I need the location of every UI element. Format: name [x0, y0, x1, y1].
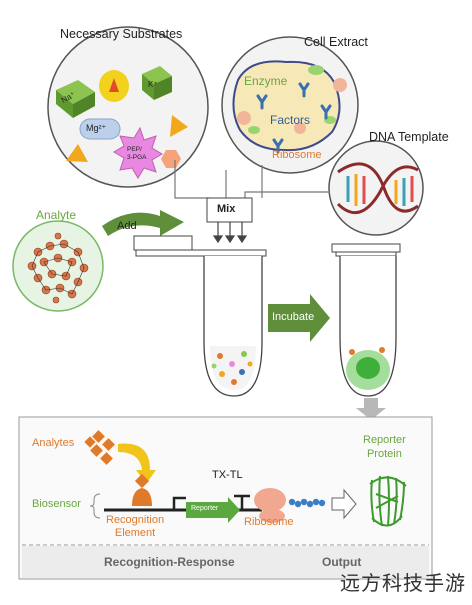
enzyme-label: Enzyme — [244, 74, 288, 88]
watermark: 远方科技手游 — [340, 571, 466, 595]
ribosome-shape — [254, 488, 286, 523]
mix-arrows — [212, 222, 248, 244]
k-ion-label: K⁺ — [148, 80, 158, 89]
recognition-element-shape — [132, 473, 152, 506]
orange-hexagon — [161, 150, 181, 168]
analytes-label: Analytes — [32, 437, 75, 449]
mg-ion-pill — [79, 118, 121, 140]
cell-extract-circle — [221, 36, 359, 174]
tube-2 — [331, 243, 401, 397]
incubate-label: Incubate — [272, 311, 315, 323]
na-ion-cube — [56, 80, 95, 118]
ribosome-panel-label: Ribosome — [244, 516, 294, 528]
cell-extract-title: Cell Extract — [304, 35, 368, 49]
pep-label: PEP/3-PGA — [127, 146, 147, 161]
substrates-circle — [47, 26, 209, 188]
analyte-label: Analyte — [36, 208, 77, 222]
add-label: Add — [117, 220, 137, 232]
output-down-arrow — [356, 398, 386, 420]
ribosome-label: Ribosome — [272, 149, 322, 161]
terminator — [234, 494, 250, 510]
txtl-label: TX-TL — [212, 469, 243, 481]
orange-triangle-right — [170, 115, 188, 137]
mix-label: Mix — [217, 203, 236, 215]
promoter-arrow — [172, 496, 186, 510]
pep-star — [113, 126, 163, 179]
mg-ion-label: Mg²⁺ — [86, 123, 107, 133]
add-arrow — [102, 210, 184, 236]
k-ion-cube — [142, 66, 172, 100]
output-arrow — [331, 488, 357, 520]
tube-1 — [133, 235, 267, 397]
incubate-arrow — [268, 294, 330, 342]
analyte-circle — [12, 220, 104, 312]
dna-template-title: DNA Template — [369, 130, 449, 144]
peptide-chain — [288, 498, 326, 508]
reporter-protein-structure — [369, 475, 407, 527]
footer-output: Output — [322, 555, 362, 569]
reporter-gene-label: Reporter — [191, 505, 219, 512]
bottom-panel — [18, 416, 433, 580]
footer-recognition-response: Recognition-Response — [104, 555, 235, 569]
binding-arrow — [118, 443, 156, 484]
yellow-substrate — [99, 70, 129, 102]
connector-lines — [174, 160, 330, 199]
orange-triangle-left — [66, 144, 88, 162]
biosensor-brace — [89, 493, 101, 519]
dna-template-circle — [328, 140, 424, 236]
factors-label: Factors — [270, 113, 311, 127]
reporter-gene-arrow — [186, 497, 240, 523]
biosensor-label: Biosensor — [32, 498, 81, 510]
substrates-title: Necessary Substrates — [60, 27, 183, 41]
